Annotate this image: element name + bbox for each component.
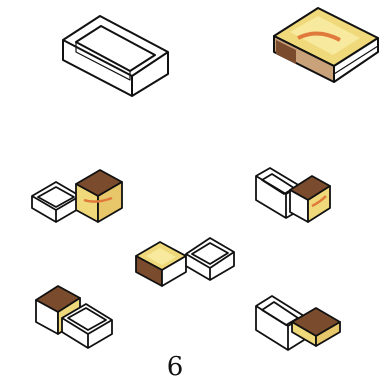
figure-caption: 6	[160, 352, 190, 382]
tray-and-cover-pair-top-left	[32, 170, 122, 222]
open-tray-large	[63, 16, 168, 96]
pair-tray	[32, 182, 80, 222]
tray-and-cover-pair-bottom-right	[256, 296, 340, 350]
matchbox-closed-large	[274, 8, 378, 82]
pair-cover	[136, 242, 186, 286]
pair-cover	[76, 170, 122, 222]
pair-tray	[186, 238, 234, 280]
tray-and-cover-pair-top-right	[256, 168, 330, 222]
tray-and-cover-pair-center	[136, 238, 234, 286]
tray-and-cover-pair-bottom-left	[36, 286, 112, 348]
